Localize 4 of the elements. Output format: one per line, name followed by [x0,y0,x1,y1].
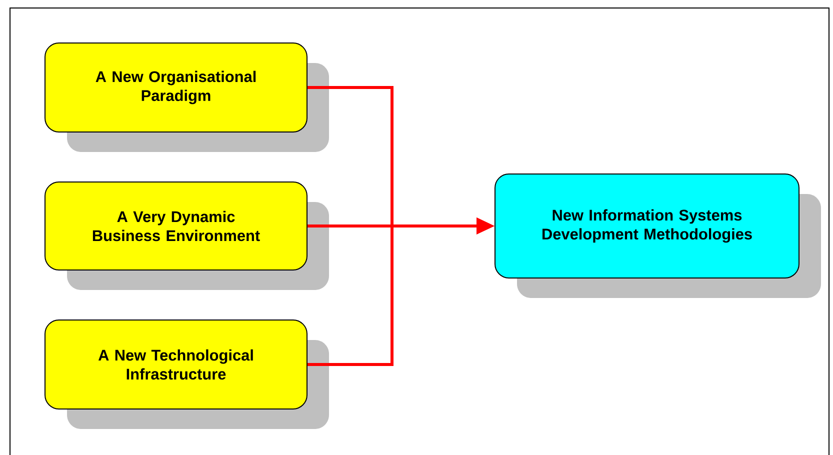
text-box: A New Organisational Paradigm [44,42,329,152]
text-box: A New Technological Infrastructure [44,319,329,429]
text-box: New Information Systems Development Methodologies [494,173,821,298]
text-box: A Very Dynamic Business Environment [44,181,329,290]
